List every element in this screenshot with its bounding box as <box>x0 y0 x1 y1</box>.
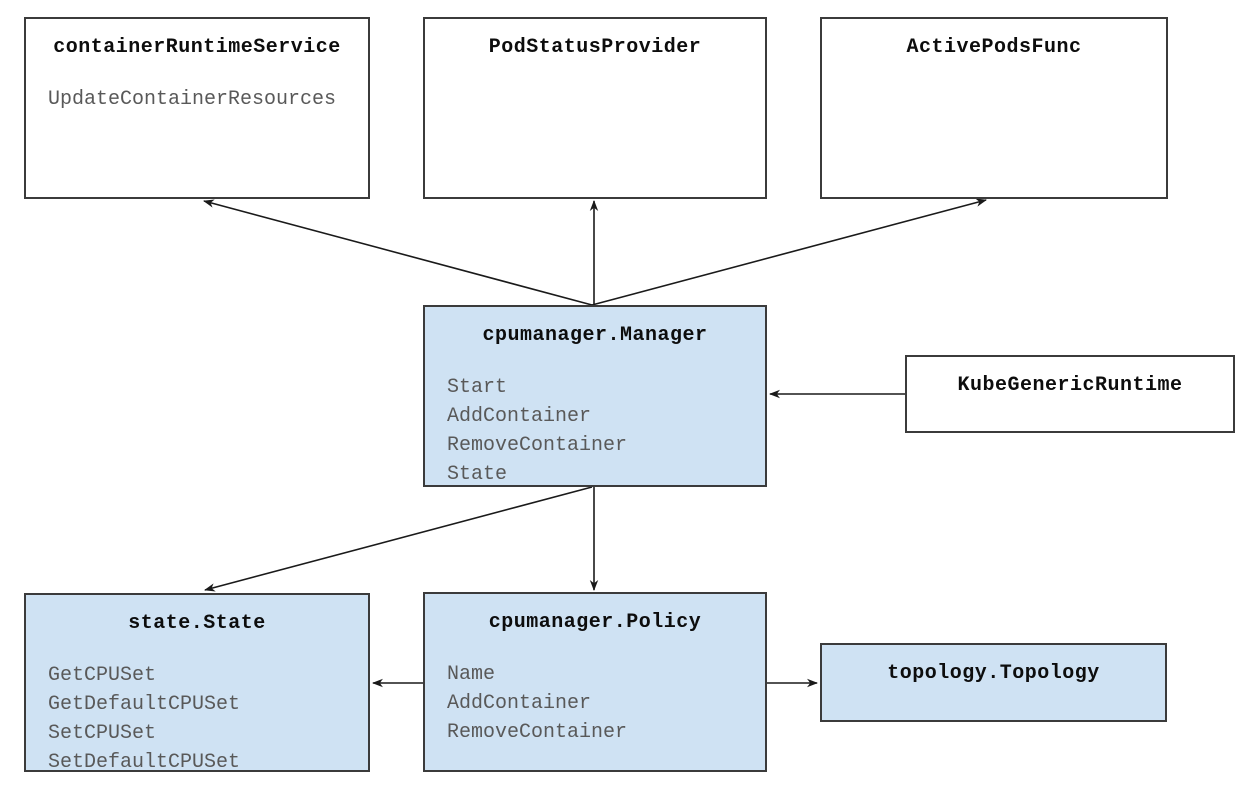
method: RemoveContainer <box>447 434 628 457</box>
method: State <box>447 463 508 486</box>
node-state-state: state.State GetCPUSet GetDefaultCPUSet S… <box>24 593 370 774</box>
edge-manager-to-state <box>204 486 593 592</box>
node-title: topology.Topology <box>887 662 1100 685</box>
node-title: KubeGenericRuntime <box>957 374 1183 397</box>
node-kube-generic-runtime: KubeGenericRuntime <box>905 355 1235 433</box>
node-title: cpumanager.Policy <box>488 611 702 634</box>
edge-manager-to-container-runtime-service <box>203 199 593 306</box>
node-title: cpumanager.Manager <box>482 324 708 347</box>
method: Start <box>447 376 508 399</box>
node-title: containerRuntimeService <box>53 36 341 59</box>
method: GetDefaultCPUSet <box>48 693 241 716</box>
node-cpumanager-manager: cpumanager.Manager Start AddContainer Re… <box>423 305 767 487</box>
node-container-runtime-service: containerRuntimeService UpdateContainerR… <box>24 17 370 199</box>
node-methods: Start AddContainer RemoveContainer State <box>425 373 765 489</box>
node-topology-topology: topology.Topology <box>820 643 1167 722</box>
node-pod-status-provider: PodStatusProvider <box>423 17 767 199</box>
method: GetCPUSet <box>48 664 157 687</box>
method: AddContainer <box>447 405 592 428</box>
node-title: ActivePodsFunc <box>906 36 1082 59</box>
method: SetCPUSet <box>48 722 157 745</box>
method: SetDefaultCPUSet <box>48 751 241 774</box>
node-methods: UpdateContainerResources <box>26 85 368 114</box>
method: AddContainer <box>447 692 592 715</box>
node-cpumanager-policy: cpumanager.Policy Name AddContainer Remo… <box>423 592 767 772</box>
node-methods: Name AddContainer RemoveContainer <box>425 660 765 747</box>
node-title: PodStatusProvider <box>488 36 702 59</box>
node-active-pods-func: ActivePodsFunc <box>820 17 1168 199</box>
method: Name <box>447 663 496 686</box>
node-methods: GetCPUSet GetDefaultCPUSet SetCPUSet Set… <box>26 661 368 777</box>
method: RemoveContainer <box>447 721 628 744</box>
edge-manager-to-active-pods-func <box>591 198 987 306</box>
method: UpdateContainerResources <box>48 88 337 111</box>
node-title: state.State <box>128 612 266 635</box>
